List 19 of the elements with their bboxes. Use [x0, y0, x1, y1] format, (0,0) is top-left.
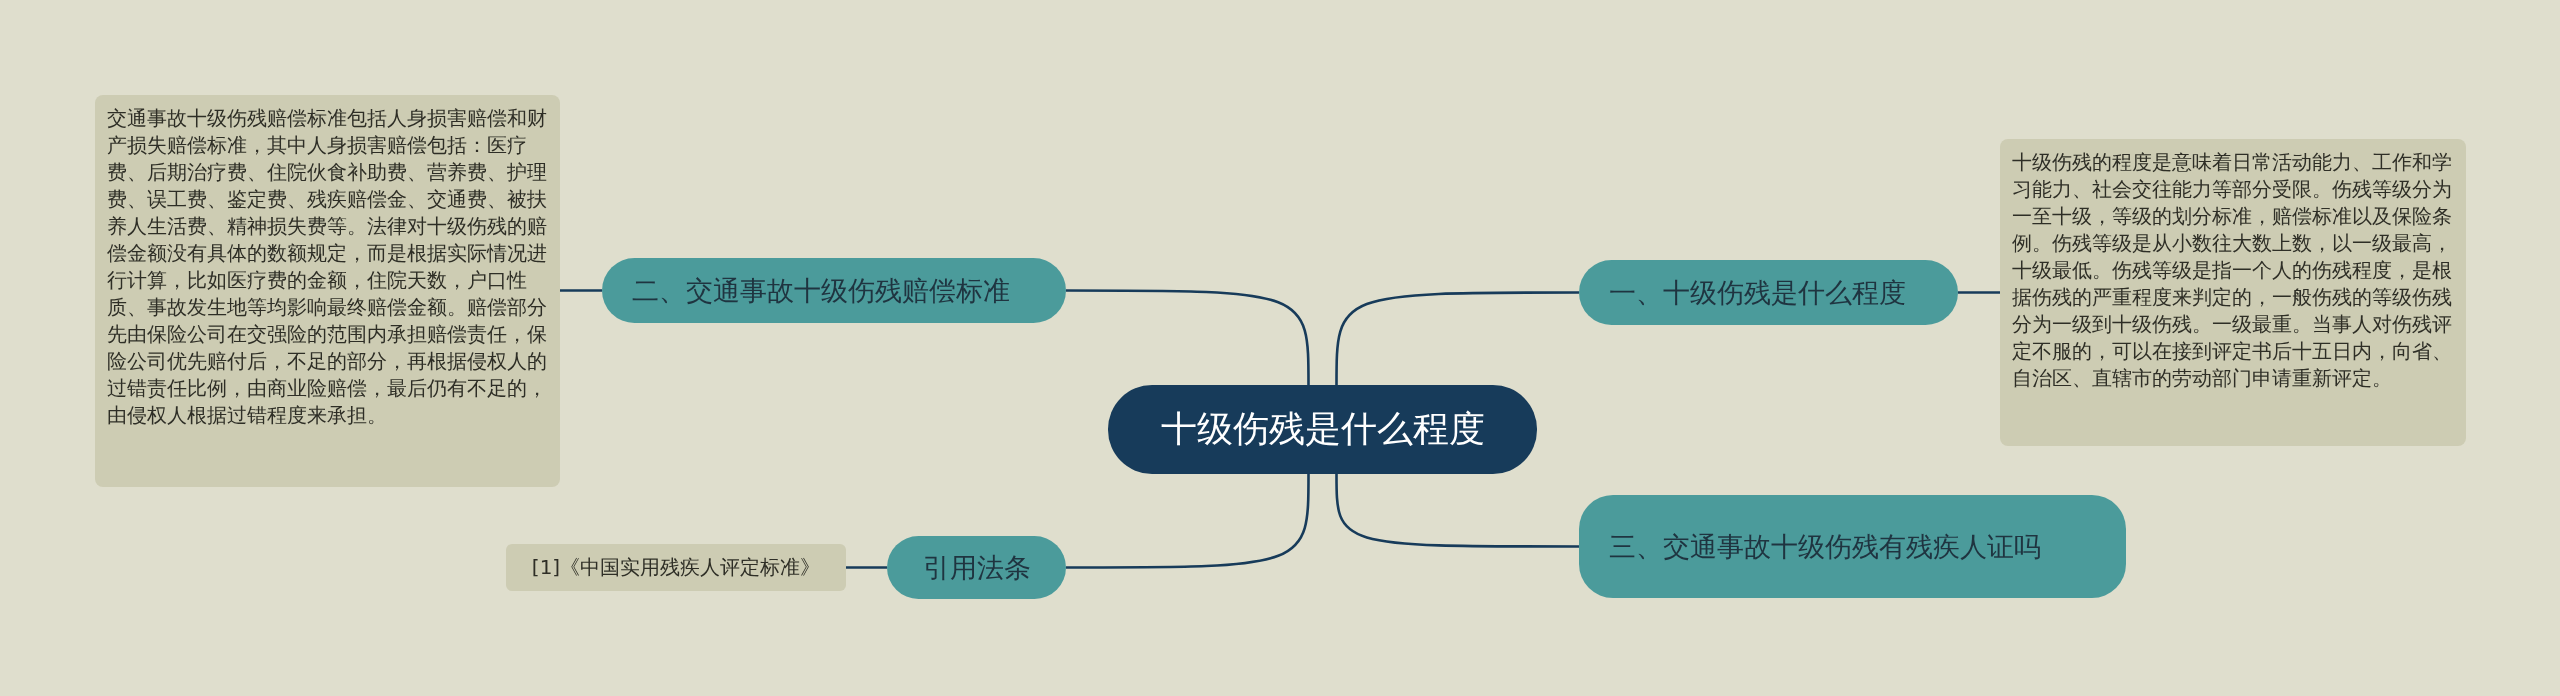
topic-text: [1]《中国实用残疾人评定标准》: [531, 554, 821, 581]
topic-text: 交通事故十级伤残赔偿标准包括人身损害赔偿和财产损失赔偿标准，其中人身损害赔偿包括：医疗费、后期治疗费、住院伙食补助费、营养费、护理费、误工费、鉴定费、残疾赔偿金、交通费、被扶养人生活费、精神损失费等。法律对十级伤残的赔偿金额没有具体的数额规定，而是根据实际情况进行计算，比如医疗费的金额，住院天数，户口性质、事故发生地等均影响最终赔偿金额。赔偿部分先由保险公司在交强险的范围内承担赔偿责任，保险公司优先赔付后，不足的部分，再根据侵权人的过错责任比例，由商业险赔偿，最后仍有不足的，由侵权人根据过错程度来承担。: [107, 106, 548, 429]
topic-text: 一、十级伤残是什么程度: [1609, 275, 1906, 310]
connector-line: [1066, 289, 1310, 385]
reference-card: [506, 544, 846, 591]
connector-line: [846, 566, 887, 569]
topic-text: 引用法条: [922, 550, 1031, 585]
topic-text: 十级伤残的程度是意味着日常活动能力、工作和学习能力、社会交往能力等部分受限。伤残等级分为一至十级，等级的划分标准，赔偿标准以及保险条例。伤残等级是从小数往大数上数，以一级最高，十级最低。伤残等级是指一个人的伤残程度，是根据伤残的严重程度来判定的，一般伤残的等级伤残分为一级到十级伤残。一级最重。当事人对伤残评定不服的，可以在接到评定书后十五日内，向省、自治区、直辖市的劳动部门申请重新评定。: [2012, 150, 2453, 392]
connector-line: [1335, 291, 1579, 385]
connector-line: [1066, 474, 1310, 569]
topic-text: 二、交通事故十级伤残赔偿标准: [632, 273, 1010, 308]
connector-line: [1335, 474, 1579, 548]
topic-text: 三、交通事故十级伤残有残疾人证吗: [1609, 529, 2041, 564]
note-card: [95, 95, 560, 487]
connector-line: [560, 289, 602, 292]
topic-pill: [1579, 495, 2126, 598]
note-card: [2000, 139, 2466, 446]
connector-line: [1958, 291, 2000, 294]
topic-text: 十级伤残是什么程度: [1160, 407, 1485, 451]
